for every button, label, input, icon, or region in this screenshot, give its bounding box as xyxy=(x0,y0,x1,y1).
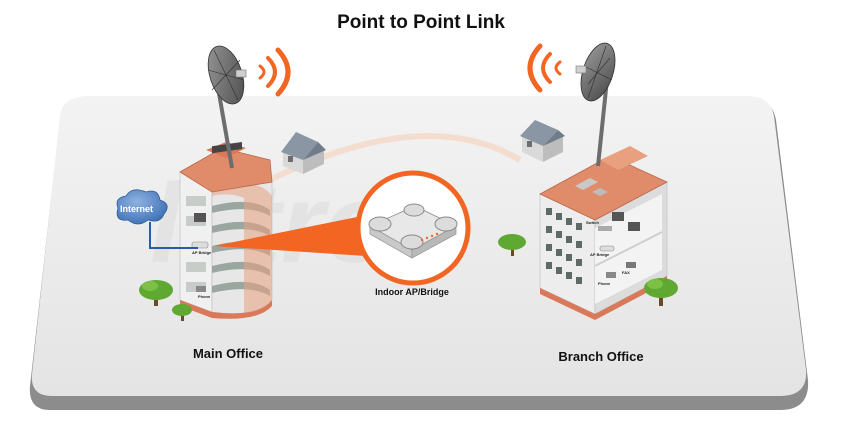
internet-label: Internet xyxy=(120,204,154,214)
main-phone-label: Phone xyxy=(198,294,211,299)
branch-switch-label: Switch xyxy=(586,220,599,225)
main-antenna xyxy=(207,45,247,169)
internet-cloud xyxy=(116,189,198,249)
indoor-ap-callout xyxy=(214,170,471,286)
indoor-ap-label: Indoor AP/Bridge xyxy=(375,287,449,297)
main-pc-icon xyxy=(194,213,206,222)
branch-ap-bridge-label: AP Bridge xyxy=(590,252,610,257)
diagram-title: Point to Point Link xyxy=(337,12,505,33)
tree-icon xyxy=(644,278,678,306)
branch-signal-waves xyxy=(527,43,562,93)
main-ap-icon xyxy=(191,241,209,249)
branch-pc-icon xyxy=(628,222,640,231)
tree-icon xyxy=(139,280,173,306)
main-phone-icon xyxy=(196,286,206,292)
branch-fax-icon xyxy=(626,262,636,268)
house-icon xyxy=(520,120,565,162)
branch-phone-icon xyxy=(606,272,616,278)
branch-phone-label: Phone xyxy=(598,281,611,286)
branch-switch-icon xyxy=(598,226,612,231)
branch-antenna xyxy=(575,42,616,167)
tree-icon xyxy=(172,304,192,321)
main-ap-bridge-label: AP Bridge xyxy=(192,250,212,255)
main-signal-waves xyxy=(258,47,291,97)
tree-icon xyxy=(498,234,526,256)
branch-fax-label: FAX xyxy=(622,270,630,275)
main-office-building xyxy=(179,141,273,319)
branch-office-label: Branch Office xyxy=(558,349,644,364)
indoor-ap-icon xyxy=(368,203,458,259)
branch-ap-icon xyxy=(599,245,615,252)
branch-pc-icon xyxy=(612,212,624,221)
main-office-label: Main Office xyxy=(192,346,264,361)
house-icon xyxy=(281,132,326,174)
